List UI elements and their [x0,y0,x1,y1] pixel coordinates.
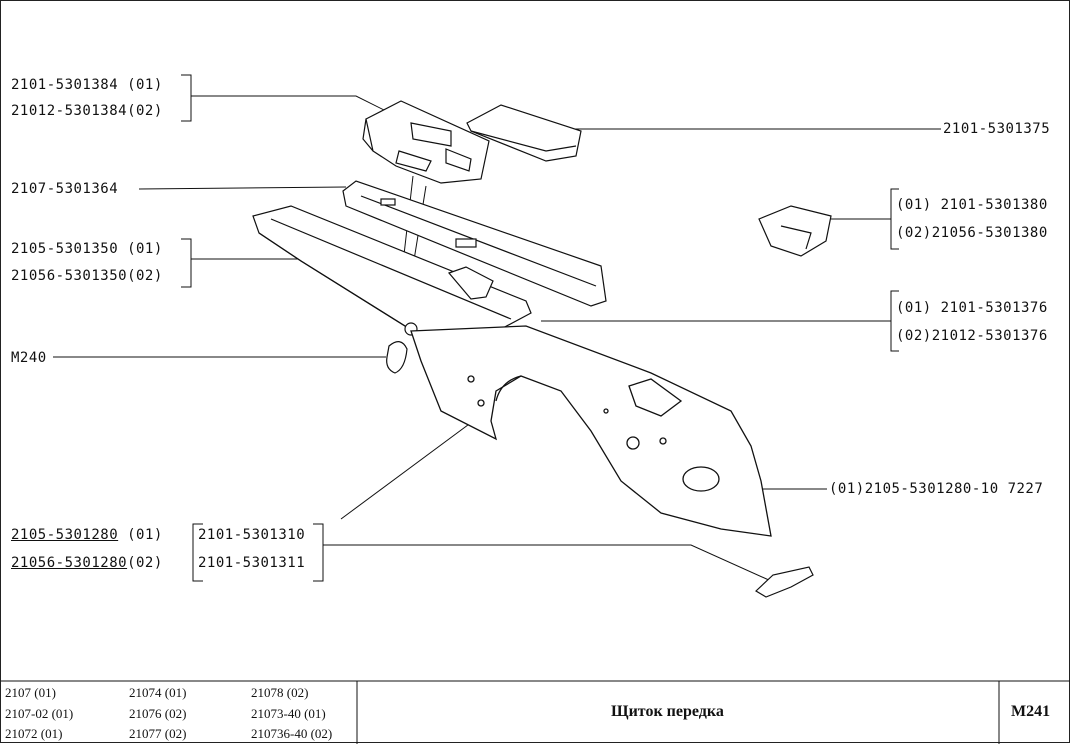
model-cell: 21076 (02) [129,706,187,721]
model-cell: 21072 (01) [5,726,63,741]
part-5301380 [758,205,832,257]
callout-2101-5301376: (01) 2101-5301376 [896,300,1048,316]
model-cell: 21078 (02) [251,685,309,700]
part-number: 2105-5301280 [11,527,119,543]
part-5301280-panel [410,325,772,537]
part-m240 [386,341,408,374]
part-number: 21056-5301280 [11,555,128,571]
callout-21012-5301376: (02)21012-5301376 [896,328,1048,344]
leader-line [138,186,347,190]
part-5301364 [342,180,607,307]
variant-suffix: (01) [118,527,163,543]
callout-2101-5301375: 2101-5301375 [943,121,1051,137]
callout-2101-5301384: 2101-5301384 (01) [11,77,163,93]
callout-m240: M240 [11,350,47,366]
callout-2101-5301311: 2101-5301311 [198,555,306,571]
model-cell: 21073-40 (01) [251,706,326,721]
model-cell: 21074 (01) [129,685,187,700]
part-5301376 [447,266,494,300]
callout-2105-5301280-10: (01)2105-5301280-10 7227 [829,481,1044,497]
model-cell: 2107-02 (01) [5,706,74,721]
callout-2101-5301380: (01) 2101-5301380 [896,197,1048,213]
model-cell: 2107 (01) [5,685,56,700]
model-cell: 210736-40 (02) [251,726,333,741]
callout-2105-5301350: 2105-5301350 (01) [11,241,163,257]
leader-line [340,418,477,520]
callout-21012-5301384: 21012-5301384(02) [11,103,163,119]
callout-21056-5301350: 21056-5301350(02) [11,268,163,284]
part-5301350 [252,205,532,337]
bracket [890,188,899,250]
callout-2105-5301280: 2105-5301280 (01) [11,527,163,543]
bracket [313,523,324,582]
part-5301375 [466,104,582,162]
bracket [181,238,192,288]
model-cell: 21077 (02) [129,726,187,741]
callout-21056-5301280: 21056-5301280(02) [11,555,163,571]
leader-line [323,544,772,582]
sheet-code: M241 [1011,703,1051,720]
callout-21056-5301380: (02)21056-5301380 [896,225,1048,241]
callout-2101-5301310: 2101-5301310 [198,527,306,543]
part-5301384 [362,100,490,184]
part-5301310 [755,566,814,598]
callout-2107-5301364: 2107-5301364 [11,181,119,197]
sheet-title: Щиток передка [611,703,724,720]
bracket [192,523,203,582]
variant-suffix: (02) [127,555,163,571]
bracket [890,290,899,352]
bracket [181,74,192,122]
